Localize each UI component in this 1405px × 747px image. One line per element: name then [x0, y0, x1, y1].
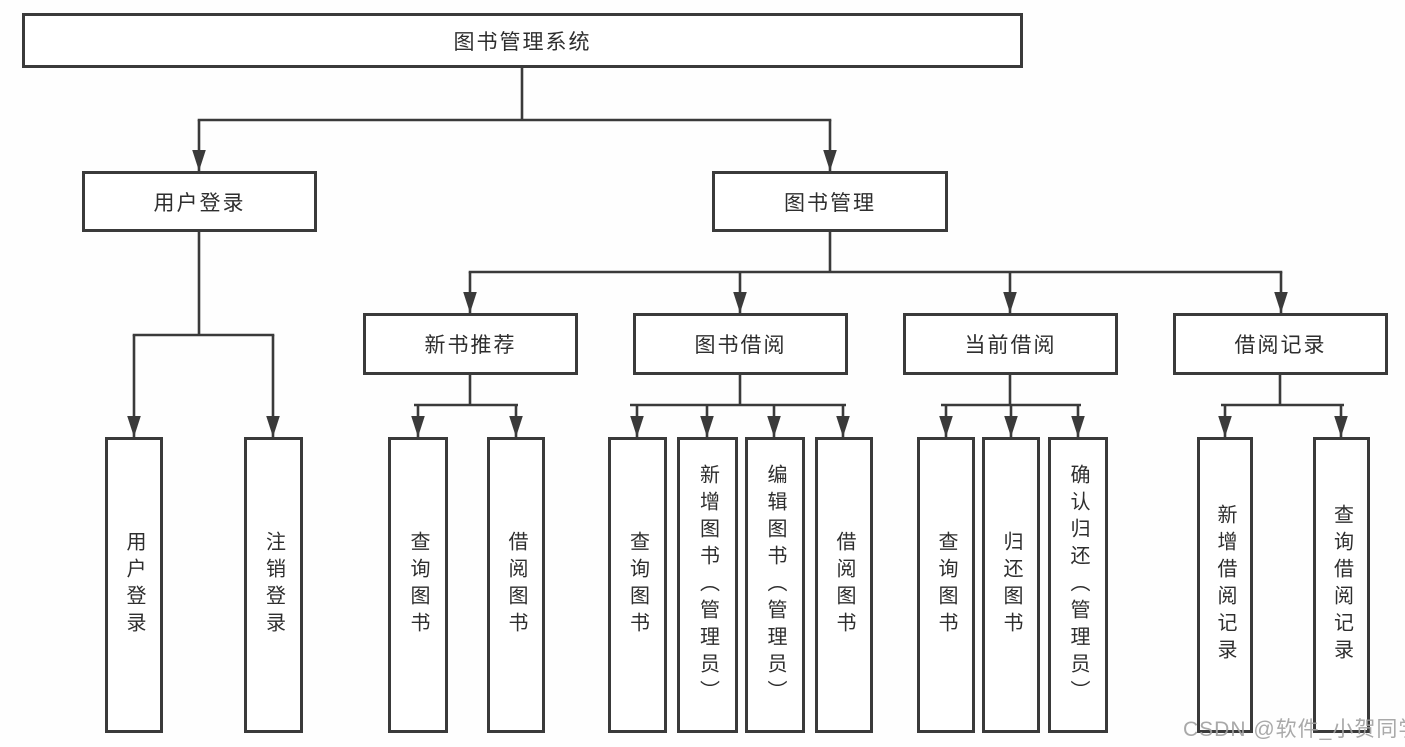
leaf-logout-label: 注销登录 [262, 531, 285, 639]
leaf-query-books-borrow: 查询图书 [608, 437, 667, 733]
csdn-watermark: CSDN @软件_小贺同学 [1183, 718, 1405, 741]
leaf-return-book: 归还图书 [982, 437, 1040, 733]
node-new-book-recommend: 新书推荐 [363, 313, 578, 375]
node-user-login: 用户登录 [82, 171, 317, 232]
leaf-query-borrow-record: 查询借阅记录 [1313, 437, 1370, 733]
leaf-query-books-recommend-label: 查询图书 [407, 531, 429, 639]
node-borrow-records: 借阅记录 [1173, 313, 1388, 375]
leaf-query-books-borrow-label: 查询图书 [626, 531, 649, 639]
leaf-edit-book-admin-label: 编辑图书（管理员） [764, 463, 786, 707]
leaf-add-borrow-record: 新增借阅记录 [1197, 437, 1253, 733]
leaf-add-borrow-record-label: 新增借阅记录 [1214, 504, 1236, 666]
leaf-return-book-label: 归还图书 [1000, 531, 1022, 639]
leaf-borrow-books-label: 借阅图书 [833, 531, 855, 639]
node-book-management-label: 图书管理 [784, 191, 876, 215]
node-current-borrow: 当前借阅 [903, 313, 1118, 375]
leaf-edit-book-admin: 编辑图书（管理员） [745, 437, 805, 733]
leaf-query-books-recommend: 查询图书 [388, 437, 448, 733]
leaf-query-borrow-record-label: 查询借阅记录 [1330, 504, 1353, 666]
leaf-user-login-label: 用户登录 [123, 531, 145, 639]
leaf-add-book-admin-label: 新增图书（管理员） [696, 463, 719, 707]
leaf-confirm-return-admin: 确认归还（管理员） [1048, 437, 1108, 733]
leaf-add-book-admin: 新增图书（管理员） [677, 437, 738, 733]
leaf-confirm-return-admin-label: 确认归还（管理员） [1067, 463, 1089, 707]
leaf-borrow-books: 借阅图书 [815, 437, 873, 733]
leaf-user-login: 用户登录 [105, 437, 163, 733]
leaf-borrow-books-recommend: 借阅图书 [487, 437, 545, 733]
node-new-book-recommend-label: 新书推荐 [424, 334, 517, 357]
node-book-borrow-label: 图书借阅 [694, 334, 787, 357]
leaf-query-books-current: 查询图书 [917, 437, 975, 733]
node-book-management: 图书管理 [712, 171, 948, 232]
node-root-label: 图书管理系统 [453, 30, 592, 54]
leaf-query-books-current-label: 查询图书 [935, 531, 957, 639]
leaf-borrow-books-recommend-label: 借阅图书 [505, 531, 527, 639]
node-user-login-label: 用户登录 [153, 191, 246, 215]
node-borrow-records-label: 借阅记录 [1234, 334, 1327, 357]
node-current-borrow-label: 当前借阅 [964, 334, 1057, 357]
leaf-logout: 注销登录 [244, 437, 303, 733]
node-book-borrow: 图书借阅 [633, 313, 848, 375]
node-root-system: 图书管理系统 [22, 13, 1023, 68]
